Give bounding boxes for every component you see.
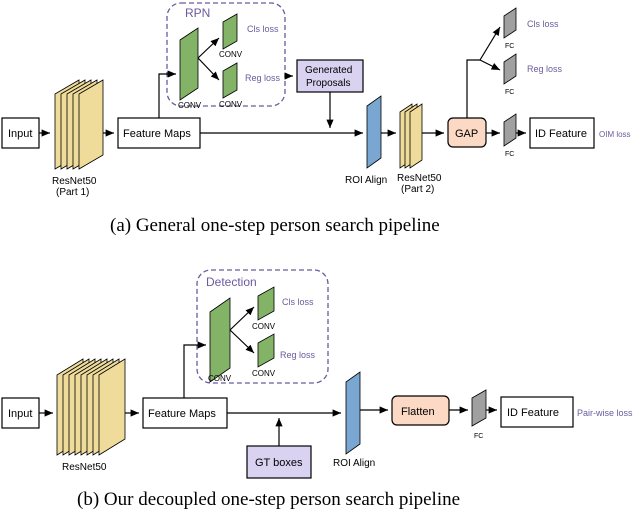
id-feature-label-bottom: ID Feature <box>507 407 559 419</box>
oim-loss: OIM loss <box>599 130 631 139</box>
resnet50-part1-block <box>54 79 104 170</box>
head-id-fc <box>503 113 517 147</box>
head-reg-fc-label: FC <box>505 89 514 96</box>
id-feature-box-bottom <box>500 396 574 428</box>
detection-reg-conv <box>257 333 275 368</box>
rpn-reg-conv <box>222 62 238 99</box>
gt-boxes-box <box>246 445 312 479</box>
panel-decoupled-pipeline: Detection Input ResNet50 Feature Maps CO… <box>1 269 633 510</box>
caption-b: (b) Our decoupled one-step person search… <box>77 489 460 510</box>
panel-general-pipeline: RPN Input ResNet50 (Part 1) Feature Maps… <box>1 2 631 236</box>
rpn-cls-conv <box>222 13 238 50</box>
input-label-bottom: Input <box>8 408 32 420</box>
feature-maps-label-bottom: Feature Maps <box>148 408 216 420</box>
head-reg-loss: Reg loss <box>527 64 563 74</box>
roi-align-label-bottom: ROI Align <box>333 458 375 469</box>
generated-proposals-label-2: Proposals <box>306 78 350 89</box>
detection-label: Detection <box>206 275 257 289</box>
detection-dashed-box <box>196 269 329 384</box>
rpn-conv-block <box>179 27 199 101</box>
id-fc-label: FC <box>474 433 483 440</box>
rpn-label: RPN <box>185 6 210 20</box>
resnet50-label: ResNet50 <box>62 462 107 473</box>
detection-cls-conv-label: CONV <box>252 322 276 331</box>
detection-cls-conv <box>257 286 275 321</box>
resnet50-part1-label: ResNet50 <box>52 176 97 187</box>
detection-conv-label: CONV <box>208 374 232 383</box>
detection-conv-block <box>209 297 231 383</box>
resnet50-block <box>56 358 126 456</box>
generated-proposals-label-1: Generated <box>305 65 352 76</box>
head-reg-fc <box>503 53 517 85</box>
gap-label: GAP <box>455 128 478 140</box>
caption-a: (a) General one-step person search pipel… <box>110 215 440 236</box>
input-box-bottom <box>1 397 40 429</box>
roi-align-block-bottom <box>345 371 361 455</box>
id-fc <box>471 389 487 427</box>
input-box <box>1 117 40 149</box>
id-feature-label-top: ID Feature <box>535 128 587 140</box>
resnet50-part2-label: ResNet50 <box>397 173 442 184</box>
rpn-reg-loss: Reg loss <box>245 73 281 83</box>
rpn-cls-conv-label: CONV <box>219 50 243 59</box>
resnet50-part2-block <box>399 103 423 169</box>
input-label: Input <box>8 128 32 140</box>
rpn-conv-label: CONV <box>178 101 202 110</box>
head-cls-fc <box>503 7 517 39</box>
resnet50-part2-sublabel: (Part 2) <box>401 184 434 195</box>
head-cls-loss: Cls loss <box>527 19 559 29</box>
generated-proposals-box <box>296 59 364 93</box>
head-cls-fc-label: FC <box>505 43 514 50</box>
detection-cls-loss: Cls loss <box>282 297 314 307</box>
resnet50-part1-sublabel: (Part 1) <box>56 187 89 198</box>
roi-align-block <box>366 95 382 169</box>
head-id-fc-label: FC <box>505 151 514 158</box>
detection-reg-loss: Reg loss <box>280 350 316 360</box>
feature-maps-label: Feature Maps <box>123 128 191 140</box>
detection-reg-conv-label: CONV <box>252 369 276 378</box>
id-feature-box-top <box>529 117 595 149</box>
feature-maps-box-bottom <box>142 397 228 429</box>
rpn-reg-conv-label: CONV <box>219 100 243 109</box>
feature-maps-box <box>117 117 201 149</box>
flatten-label: Flatten <box>401 406 435 418</box>
gt-boxes-label: GT boxes <box>255 457 303 469</box>
pairwise-loss: Pair-wise loss <box>577 408 633 418</box>
rpn-dashed-box <box>166 2 286 107</box>
roi-align-label: ROI Align <box>345 175 387 186</box>
rpn-cls-loss: Cls loss <box>247 24 279 34</box>
